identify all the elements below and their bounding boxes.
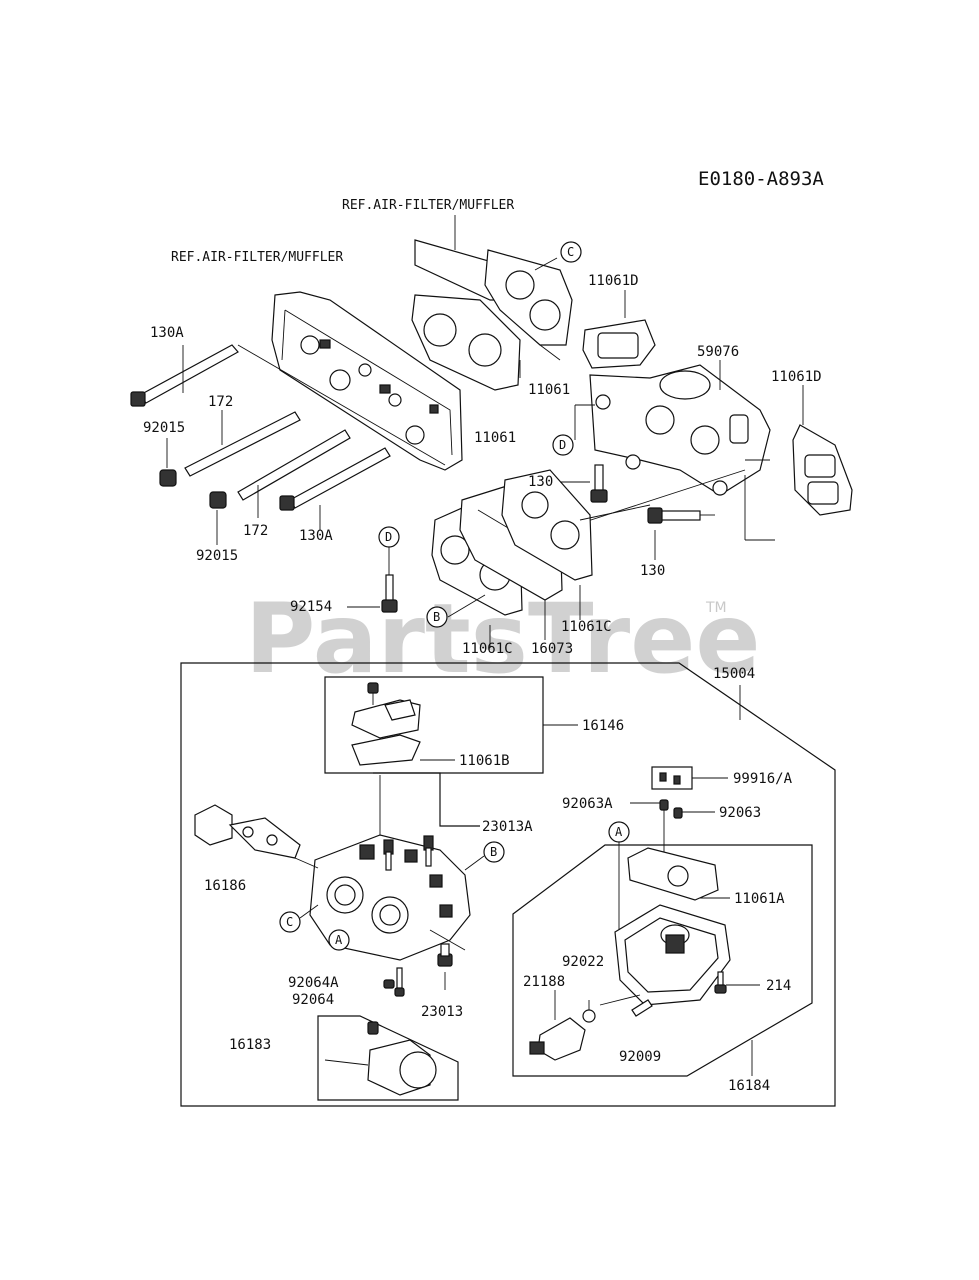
gasket-11061-upper xyxy=(411,294,521,391)
screw-92064 xyxy=(394,967,405,997)
jet-23013 xyxy=(437,943,453,967)
label-99916-a: 99916/A xyxy=(733,771,793,787)
gasket-11061c-right xyxy=(501,469,593,581)
label-16146: 16146 xyxy=(582,718,624,734)
label-92064a: 92064A xyxy=(288,975,339,991)
svg-text:A: A xyxy=(615,825,623,839)
label-172-top: 172 xyxy=(208,394,233,410)
label-11061-upper: 11061 xyxy=(528,382,570,398)
callout-d-stud: D xyxy=(378,526,400,548)
label-16183: 16183 xyxy=(229,1037,271,1053)
bolt-130-mid xyxy=(590,464,608,503)
label-92015-top: 92015 xyxy=(143,420,185,436)
jet-92063a xyxy=(659,799,669,811)
air-filter-base-plate xyxy=(271,291,463,471)
label-92009: 92009 xyxy=(619,1049,661,1065)
screw-92064a xyxy=(383,979,395,989)
callout-d-mid: D xyxy=(552,434,574,456)
callout-c-top: C xyxy=(560,241,582,263)
label-11061c-left: 11061C xyxy=(462,641,513,657)
label-16073: 16073 xyxy=(531,641,573,657)
jet-23013a xyxy=(383,835,434,871)
svg-text:D: D xyxy=(559,438,566,452)
svg-text:B: B xyxy=(433,610,440,624)
bolt-130-right xyxy=(647,507,701,524)
jet-92063 xyxy=(673,807,683,819)
callout-b-gasket: B xyxy=(426,606,448,628)
label-92015-bottom: 92015 xyxy=(196,548,238,564)
label-11061a: 11061A xyxy=(734,891,785,907)
stud-172-bottom xyxy=(237,429,351,501)
label-23013a: 23013A xyxy=(482,819,533,835)
kit-23013a-box xyxy=(373,772,480,827)
nut-92015-top xyxy=(159,469,177,487)
callout-a-bowl: A xyxy=(608,821,630,843)
label-59076: 59076 xyxy=(697,344,739,360)
kit-99916-box xyxy=(651,766,693,790)
stud-172-top xyxy=(184,411,301,477)
label-214: 214 xyxy=(766,978,791,994)
washer-92022 xyxy=(582,1009,596,1023)
label-92154: 92154 xyxy=(290,599,332,615)
svg-text:A: A xyxy=(335,933,343,947)
svg-text:C: C xyxy=(286,915,293,929)
label-16186: 16186 xyxy=(204,878,246,894)
fuel-solenoid-16183 xyxy=(324,1021,437,1096)
drain-screw-92009 xyxy=(631,999,653,1017)
gasket-11061-c-plate xyxy=(484,249,573,346)
label-15004: 15004 xyxy=(713,666,755,682)
ref-air-filter-muffler-upper: REF.AIR-FILTER/MUFFLER xyxy=(342,198,514,213)
nut-92015-bottom xyxy=(209,491,227,509)
label-11061d-top: 11061D xyxy=(588,273,639,289)
choke-lever-16186 xyxy=(194,804,319,869)
label-11061-lower: 11061 xyxy=(474,430,516,446)
diagram-code: E0180-A893A xyxy=(698,168,824,190)
label-11061d-right: 11061D xyxy=(771,369,822,385)
callout-b-carb: B xyxy=(483,841,505,863)
callout-c-carb: C xyxy=(279,911,301,933)
label-130-mid: 130 xyxy=(528,474,553,490)
bolt-130a-top xyxy=(130,344,239,407)
label-130a-bottom: 130A xyxy=(299,528,333,544)
gasket-11061d-top xyxy=(582,319,656,369)
screw-214 xyxy=(714,971,727,994)
fuel-cut-solenoid-21188 xyxy=(529,1017,586,1061)
label-92063: 92063 xyxy=(719,805,761,821)
svg-text:B: B xyxy=(490,845,497,859)
label-11061b: 11061B xyxy=(459,753,510,769)
label-92063a: 92063A xyxy=(562,796,613,812)
throttle-plate-16146 xyxy=(351,682,421,766)
bolt-130a-bottom xyxy=(279,447,391,511)
gasket-11061d-right xyxy=(792,424,853,516)
callout-a-carb: A xyxy=(328,929,350,951)
intake-manifold-59076 xyxy=(589,364,771,496)
svg-text:C: C xyxy=(567,245,574,259)
bowl-assembly-16184-box xyxy=(512,844,813,1077)
label-23013: 23013 xyxy=(421,1004,463,1020)
ref-air-filter-muffler-left: REF.AIR-FILTER/MUFFLER xyxy=(171,250,343,265)
stud-92154 xyxy=(381,574,398,613)
label-11061c-right: 11061C xyxy=(561,619,612,635)
solenoid-16183-box xyxy=(317,1015,459,1101)
label-92064: 92064 xyxy=(292,992,334,1008)
label-130a-top: 130A xyxy=(150,325,184,341)
carburetor-assembly-outline-15004 xyxy=(180,662,836,1107)
label-130-right: 130 xyxy=(640,563,665,579)
bowl-gasket-11061a xyxy=(627,847,719,901)
svg-text:D: D xyxy=(385,530,392,544)
watermark-trademark: TM xyxy=(705,600,727,616)
label-21188: 21188 xyxy=(523,974,565,990)
label-172-bottom: 172 xyxy=(243,523,268,539)
float-bowl xyxy=(614,904,731,1006)
kit-16146-box xyxy=(324,676,544,774)
label-92022: 92022 xyxy=(562,954,604,970)
label-16184: 16184 xyxy=(728,1078,770,1094)
